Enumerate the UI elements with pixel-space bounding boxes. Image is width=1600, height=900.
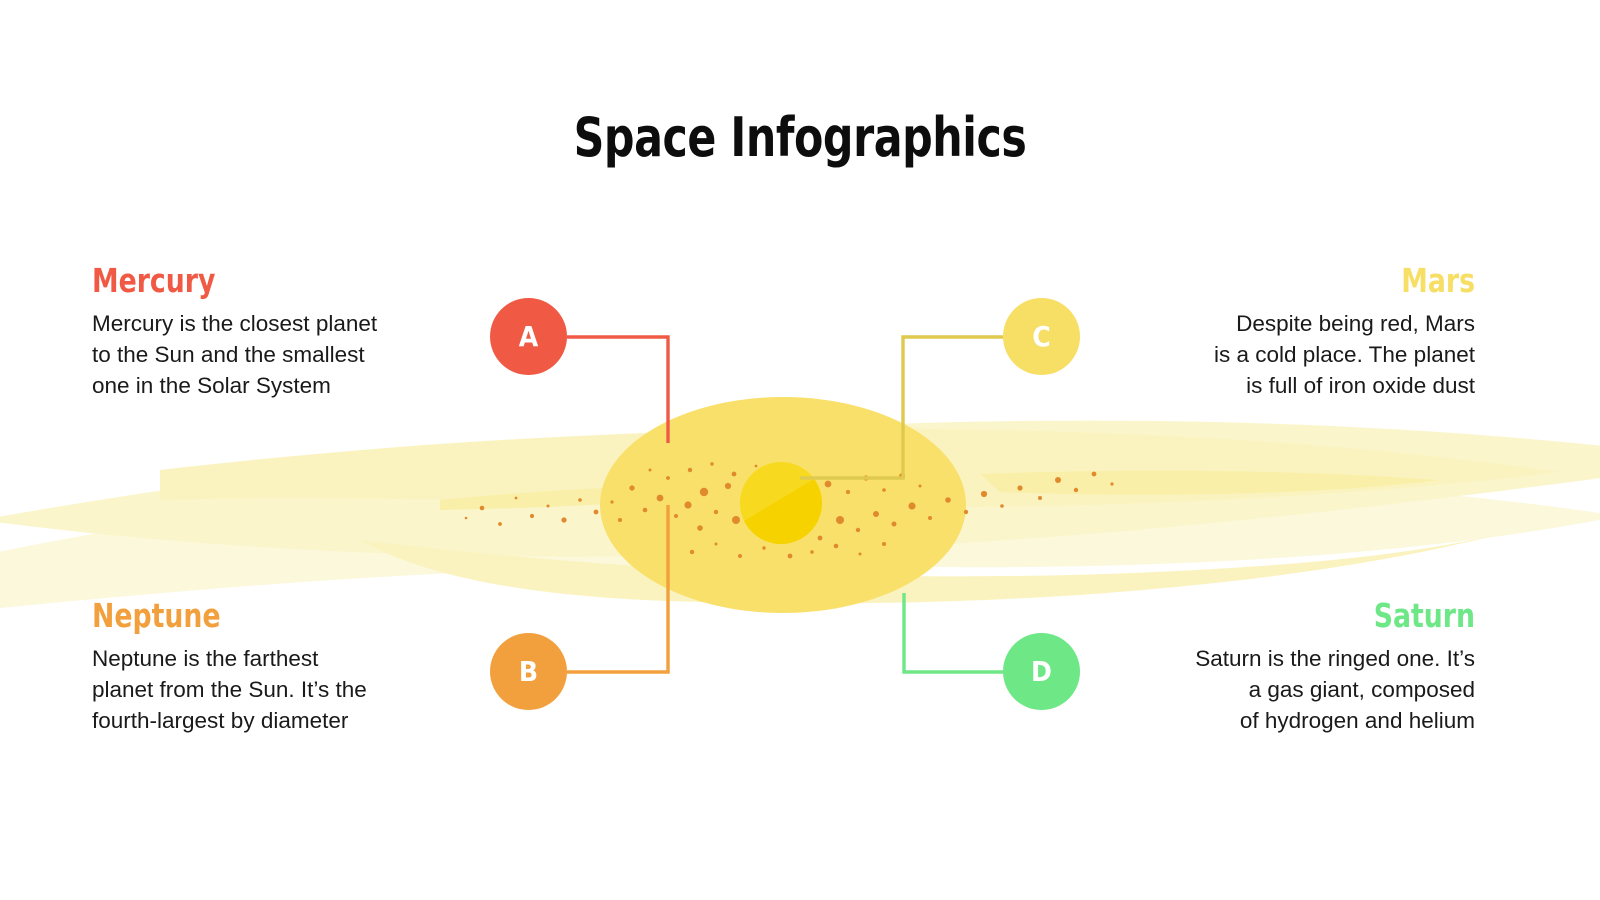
marker-b-label: B: [518, 654, 539, 688]
marker-a-label: A: [518, 319, 539, 353]
planet-block-neptune: Neptune Neptune is the farthest planet f…: [92, 597, 482, 736]
marker-b[interactable]: B: [490, 633, 567, 710]
planet-name-saturn: Saturn: [1373, 596, 1475, 635]
marker-c[interactable]: C: [1003, 298, 1080, 375]
galaxy-halo-arms: [0, 420, 1600, 609]
planet-block-mars: Mars Despite being red, Mars is a cold p…: [1085, 262, 1475, 401]
marker-c-label: C: [1032, 319, 1051, 353]
connector-line-d: [902, 593, 1003, 674]
planet-name-mars: Mars: [1401, 261, 1475, 300]
planet-description-saturn: Saturn is the ringed one. It’s a gas gia…: [1195, 645, 1475, 733]
planet-block-saturn: Saturn Saturn is the ringed one. It’s a …: [1085, 597, 1475, 736]
marker-a[interactable]: A: [490, 298, 567, 375]
page-title: Space Infographics: [573, 106, 1027, 170]
galaxy-core: [740, 462, 822, 544]
connector-line-c: [800, 335, 1003, 480]
galaxy-dust-specks: [464, 462, 1114, 559]
connector-line-b: [567, 505, 670, 674]
planet-description-mars: Despite being red, Mars is a cold place.…: [1213, 310, 1475, 398]
marker-d-label: D: [1031, 654, 1052, 688]
planet-name-neptune: Neptune: [92, 596, 221, 635]
planet-block-mercury: Mercury Mercury is the closest planet to…: [92, 262, 482, 401]
marker-d[interactable]: D: [1003, 633, 1080, 710]
galaxy-disc: [600, 397, 966, 613]
connector-line-a: [567, 335, 670, 443]
planet-description-mercury: Mercury is the closest planet to the Sun…: [92, 310, 378, 398]
planet-name-mercury: Mercury: [92, 261, 216, 300]
planet-description-neptune: Neptune is the farthest planet from the …: [92, 645, 367, 733]
